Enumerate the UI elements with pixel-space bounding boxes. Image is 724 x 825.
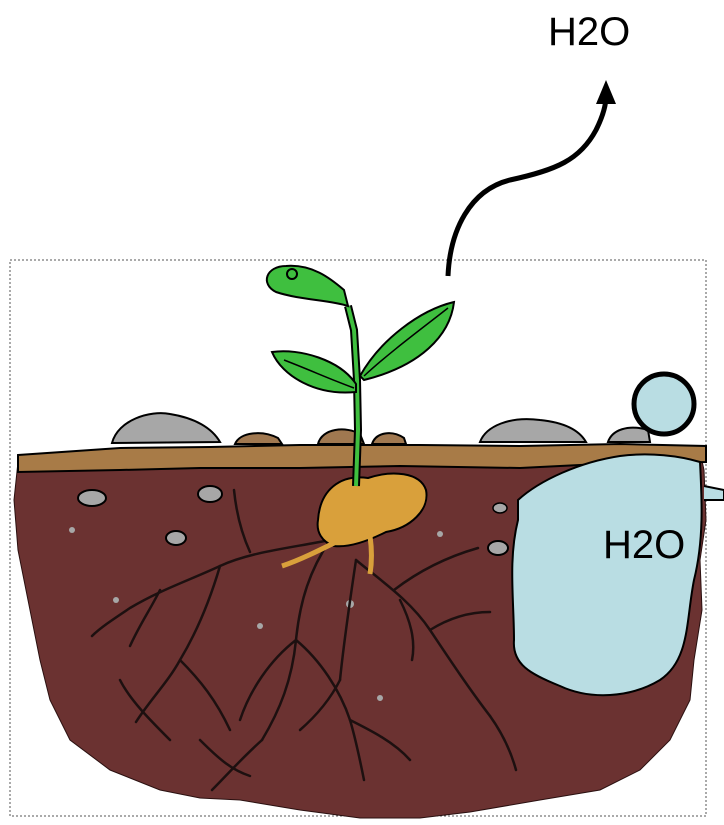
- water-pocket: [512, 454, 701, 695]
- water-pocket-edge: [704, 486, 724, 500]
- stone: [372, 433, 406, 444]
- stone: [480, 419, 586, 442]
- leaf-top-bud: [267, 266, 348, 306]
- seed-root: [370, 536, 372, 574]
- evaporated-water-label: H2O: [548, 12, 630, 52]
- pebble: [113, 597, 119, 603]
- pebble: [377, 695, 383, 701]
- water-droplet-icon: [634, 374, 694, 434]
- pebble: [257, 623, 263, 629]
- pebble: [493, 503, 507, 513]
- arrow-head: [596, 80, 616, 104]
- transpiration-arrow-icon: [448, 96, 606, 276]
- pebble: [78, 490, 106, 506]
- stone: [112, 413, 220, 443]
- pebble: [198, 486, 222, 502]
- pebble: [69, 527, 75, 533]
- pebble: [166, 531, 186, 545]
- pebble: [437, 531, 443, 537]
- soil-water-label: H2O: [603, 525, 685, 565]
- surface-stones: [112, 413, 650, 444]
- stone: [235, 433, 282, 444]
- pebble: [488, 541, 508, 555]
- stone: [608, 428, 650, 442]
